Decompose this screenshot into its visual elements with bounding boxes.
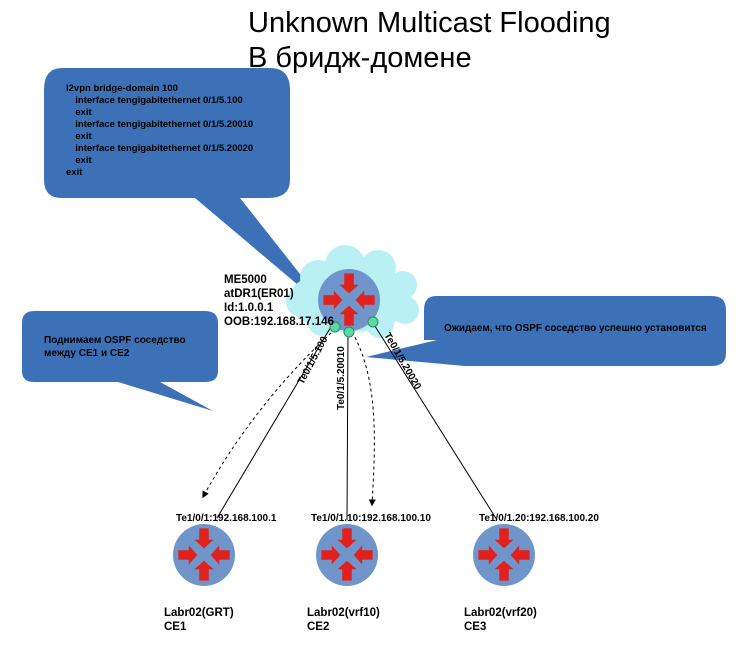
ce-router-name: Labr02(vrf20) xyxy=(464,607,537,619)
config-callout: l2vpn bridge-domain 100 interface tengig… xyxy=(44,68,330,312)
left-callout-line2: между CE1 и CE2 xyxy=(44,348,130,359)
right-callout: Ожидаем, что OSPF соседство успешно уста… xyxy=(366,296,726,366)
right-callout-text: Ожидаем, что OSPF соседство успешно уста… xyxy=(444,323,707,334)
link-label-te-20010: Te0/1/5.20010 xyxy=(336,346,347,410)
ce-router-role: CE2 xyxy=(307,621,329,633)
core-router-model: ME5000 xyxy=(224,274,267,286)
config-line: exit xyxy=(70,107,92,118)
config-line: interface tengigabitethernet 0/1/5.100 xyxy=(70,95,243,106)
config-line: interface tengigabitethernet 0/1/5.20020 xyxy=(70,143,253,154)
config-line: exit xyxy=(70,155,92,166)
router-icon xyxy=(173,524,235,586)
core-router-hostname: atDR1(ER01) xyxy=(224,288,294,300)
router-icon xyxy=(316,524,378,586)
router-icon xyxy=(318,269,380,331)
link-te-20020 xyxy=(372,322,498,521)
ce-router-name: Labr02(GRT) xyxy=(164,607,234,619)
left-callout: Поднимаем OSPF соседство между CE1 и CE2 xyxy=(22,311,218,411)
flow-arrow-ce1 xyxy=(202,324,341,499)
diagram-title-line1: Unknown Multicast Flooding xyxy=(248,7,611,39)
links xyxy=(202,322,498,521)
link-label-te-100: Te0/1/5.100 xyxy=(296,334,331,386)
config-line: l2vpn bridge-domain 100 xyxy=(66,83,178,94)
port-te-20010[interactable] xyxy=(343,326,355,338)
port-te-20020[interactable] xyxy=(367,316,379,328)
config-line: exit xyxy=(70,131,92,142)
flow-arrow-ce2 xyxy=(351,331,376,507)
config-line: exit xyxy=(66,167,83,178)
ce-interface-label: Te1/0/1:192.168.100.1 xyxy=(176,513,277,524)
link-te-100 xyxy=(216,324,333,519)
ce-router-name: Labr02(vrf10) xyxy=(307,607,380,619)
core-router-oob: OOB:192.168.17.146 xyxy=(224,316,334,328)
core-router[interactable] xyxy=(318,269,380,338)
ce-router-role: CE1 xyxy=(164,621,187,633)
router-icon xyxy=(473,524,535,586)
ce-interface-label: Te1/0/1.10:192.168.100.10 xyxy=(311,513,431,524)
port-te-100[interactable] xyxy=(329,321,341,333)
core-router-info: ME5000 atDR1(ER01) Id:1.0.0.1 OOB:192.16… xyxy=(224,274,334,328)
ce-router-role: CE3 xyxy=(464,621,486,633)
core-router-id: Id:1.0.0.1 xyxy=(224,302,274,314)
diagram-title-line2: В бридж-домене xyxy=(248,42,472,74)
ce-interface-label: Te1/0/1.20:192.168.100.20 xyxy=(479,513,599,524)
link-te-20010 xyxy=(346,330,349,521)
config-line: interface tengigabitethernet 0/1/5.20010 xyxy=(70,119,253,130)
left-callout-line1: Поднимаем OSPF соседство xyxy=(44,335,186,346)
